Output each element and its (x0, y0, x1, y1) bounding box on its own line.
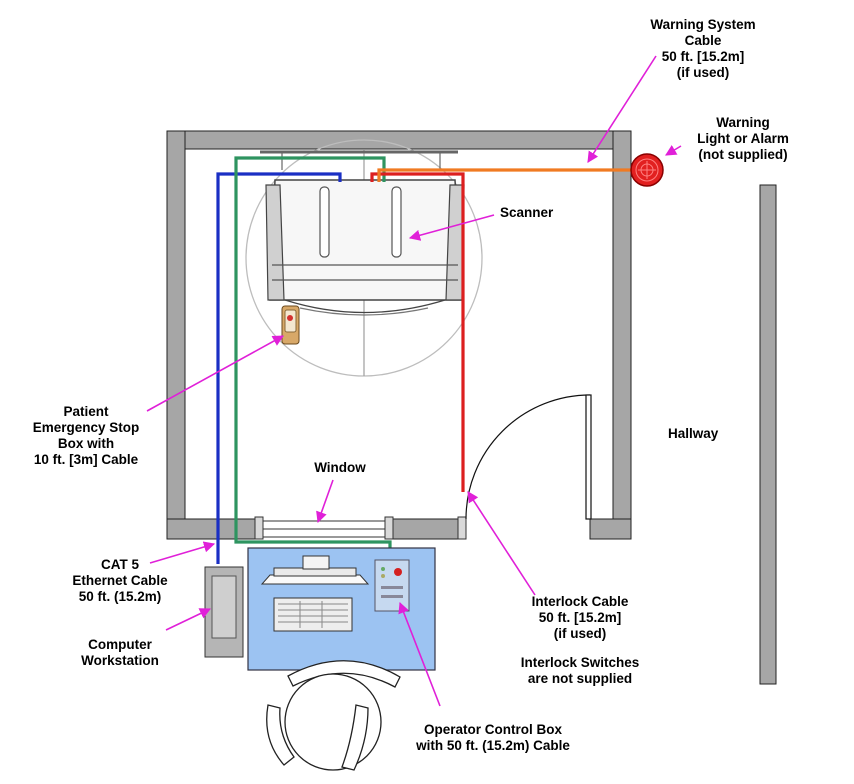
window-label: Window (314, 460, 366, 475)
patient-stop-label: Patient Emergency Stop Box with 10 ft. [… (32, 404, 140, 467)
interlock-switches-label: Interlock Switches are not supplied (520, 655, 640, 686)
bottom-wall-mid (392, 518, 466, 540)
bottom-wall-right (589, 518, 632, 540)
warning-system-cable-label: Warning System Cable 50 ft. [15.2m] (if … (650, 17, 756, 80)
window (254, 516, 467, 540)
pointer-arrows (146, 55, 682, 707)
patient-emergency-stop-icon (281, 305, 300, 345)
keyboard-icon (273, 597, 353, 632)
warning-light-icon (630, 153, 664, 187)
door (465, 394, 592, 520)
right-wall (612, 130, 632, 540)
chair-icon (266, 660, 401, 771)
computer-workstation-icon (204, 566, 244, 658)
cables (216, 156, 640, 564)
operator-desk (247, 547, 436, 671)
scanner-label: Scanner (500, 205, 554, 220)
red-interlock-cable (370, 172, 465, 492)
interlock-cable-label: Interlock Cable 50 ft. [15.2m] (if used) (531, 594, 629, 641)
green-operator-cable (234, 156, 392, 560)
computer-workstation-label: Computer Workstation (81, 637, 159, 668)
top-wall (166, 130, 632, 150)
hallway-wall (759, 184, 777, 685)
warning-light-label: Warning Light or Alarm (not supplied) (697, 115, 789, 162)
orange-warning-cable (377, 168, 640, 182)
operator-control-box-icon (374, 559, 410, 612)
blue-ethernet-cable (216, 172, 342, 564)
hallway-label: Hallway (668, 426, 719, 441)
scanner (245, 139, 483, 377)
operator-control-box-label: Operator Control Box with 50 ft. (15.2m)… (416, 722, 570, 753)
bottom-wall-left (166, 518, 263, 540)
monitor-icon (260, 574, 370, 585)
cat5-label: CAT 5 Ethernet Cable 50 ft. (15.2m) (72, 557, 168, 604)
left-wall (166, 130, 186, 540)
